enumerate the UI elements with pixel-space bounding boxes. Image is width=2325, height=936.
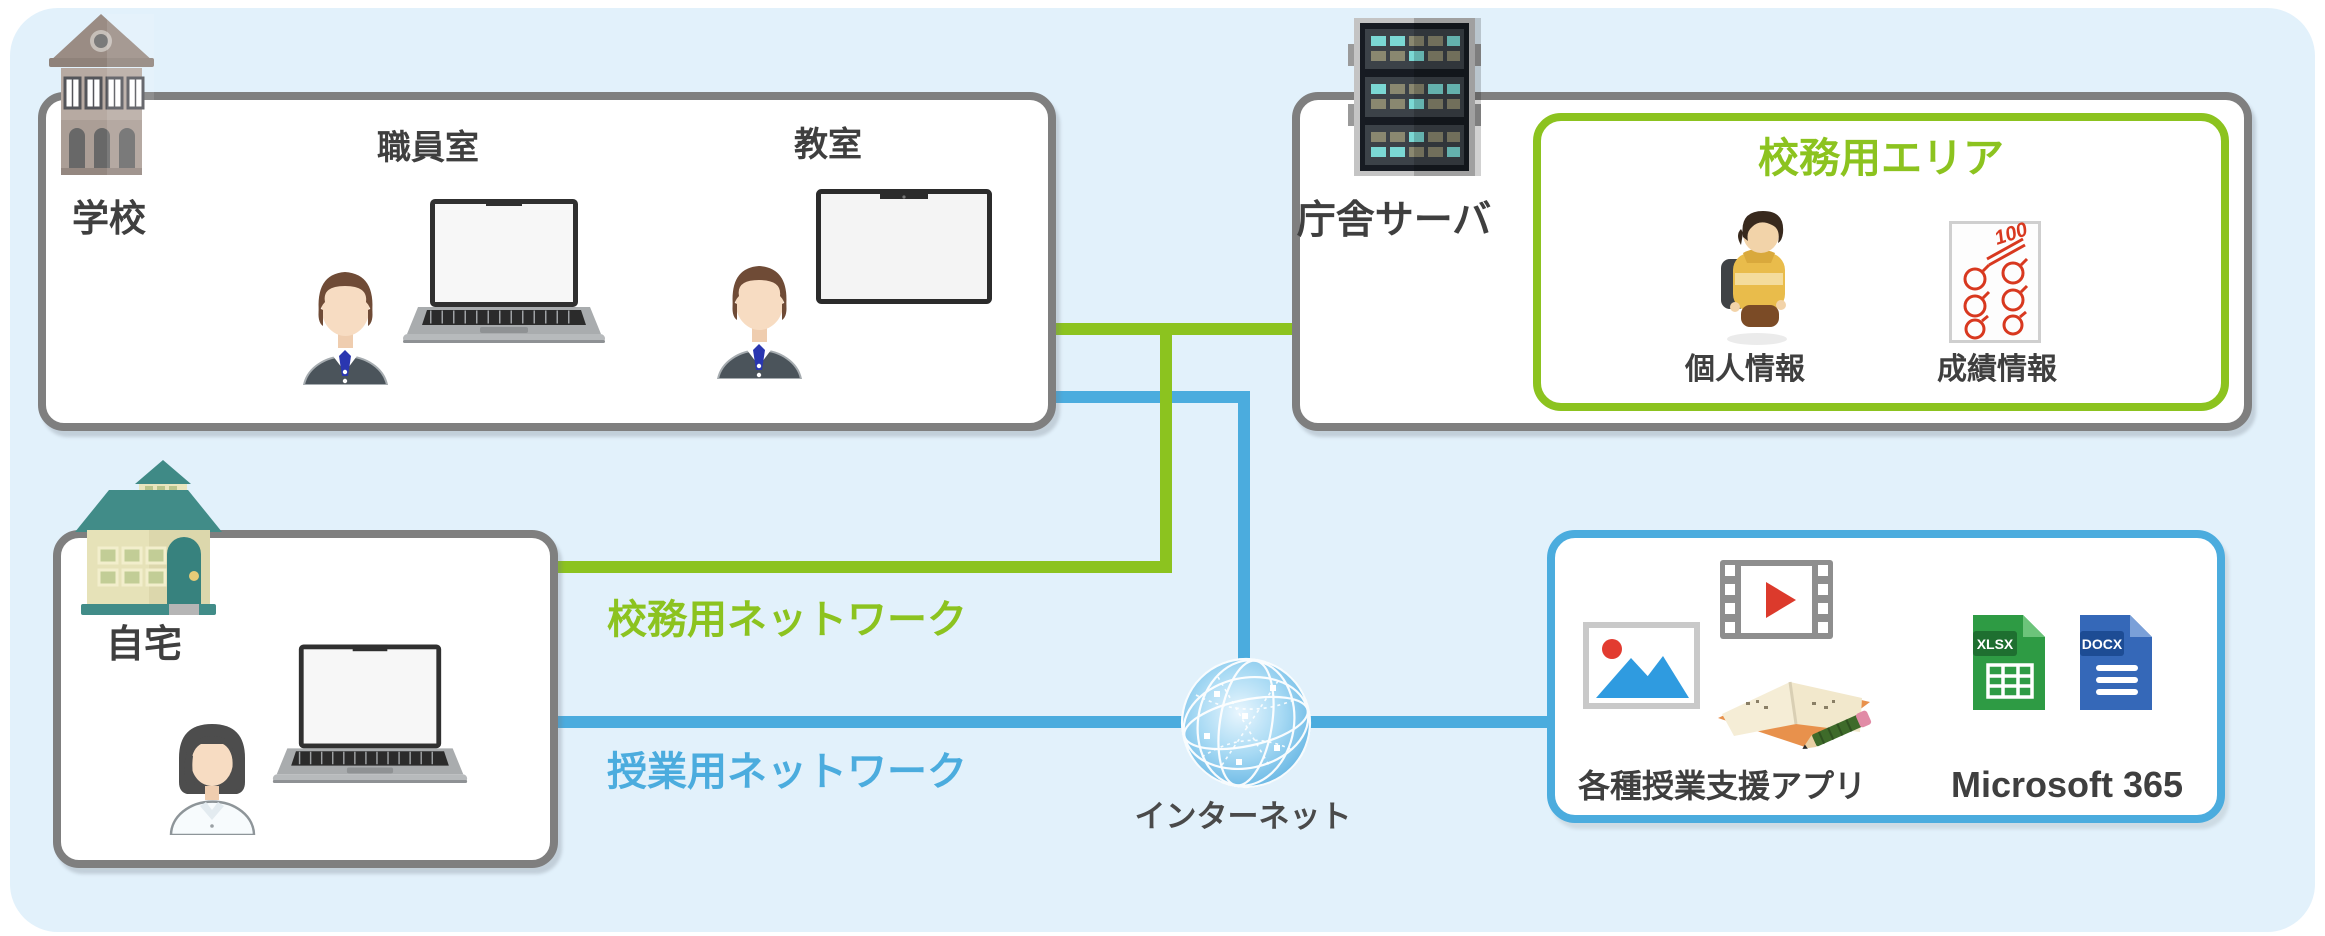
staff-laptop-icon — [403, 199, 605, 343]
internet-label: インターネット — [1134, 799, 1352, 834]
affairs-network-line-school-server — [1050, 323, 1296, 335]
internet-globe-icon — [1180, 657, 1312, 789]
personal-info-label: 個人情報 — [1685, 353, 1805, 386]
classroom-display-icon — [816, 189, 992, 304]
home-label: 自宅 — [105, 624, 183, 666]
grade-info-label: 成績情報 — [1937, 353, 2057, 386]
image-app-icon — [1583, 622, 1700, 709]
lesson-network-line-school-down — [1050, 391, 1250, 403]
school-building-icon — [49, 14, 154, 175]
classroom-teacher-icon — [716, 266, 803, 379]
house-icon — [75, 460, 222, 615]
lesson-network-label: 授業用ネットワーク — [607, 750, 967, 794]
home-laptop-icon — [272, 644, 468, 783]
server-label: 庁舎サーバ — [1296, 199, 1492, 242]
home-user-icon — [169, 724, 256, 835]
lesson-network-line-vertical — [1238, 391, 1250, 722]
grade-sheet-icon: 100 — [1949, 221, 2041, 343]
m365-label: Microsoft 365 — [1950, 764, 2184, 805]
classroom-label: 教室 — [794, 126, 862, 164]
docx-file-icon: DOCX — [2080, 615, 2152, 710]
school-label: 学校 — [72, 198, 146, 239]
xlsx-badge-text: XLSX — [1977, 636, 2014, 652]
apps-label: 各種授業支援アプリ — [1577, 768, 1867, 804]
docx-badge-text: DOCX — [2082, 636, 2123, 652]
staff-room-label: 職員室 — [377, 129, 479, 167]
affairs-network-line-home — [556, 561, 1172, 573]
affairs-network-line-vertical — [1160, 323, 1172, 573]
affairs-area-box — [1533, 113, 2229, 411]
lesson-network-line-home-apps — [556, 716, 1551, 728]
affairs-network-label: 校務用ネットワーク — [607, 598, 967, 642]
affairs-area-title: 校務用エリア — [1758, 135, 2004, 181]
teacher-icon — [302, 272, 389, 385]
notebook-app-icon — [1718, 681, 1872, 749]
server-rack-icon — [1348, 18, 1481, 176]
student-icon — [1721, 211, 1787, 345]
xlsx-file-icon: XLSX — [1973, 615, 2045, 710]
video-app-icon — [1720, 560, 1833, 639]
